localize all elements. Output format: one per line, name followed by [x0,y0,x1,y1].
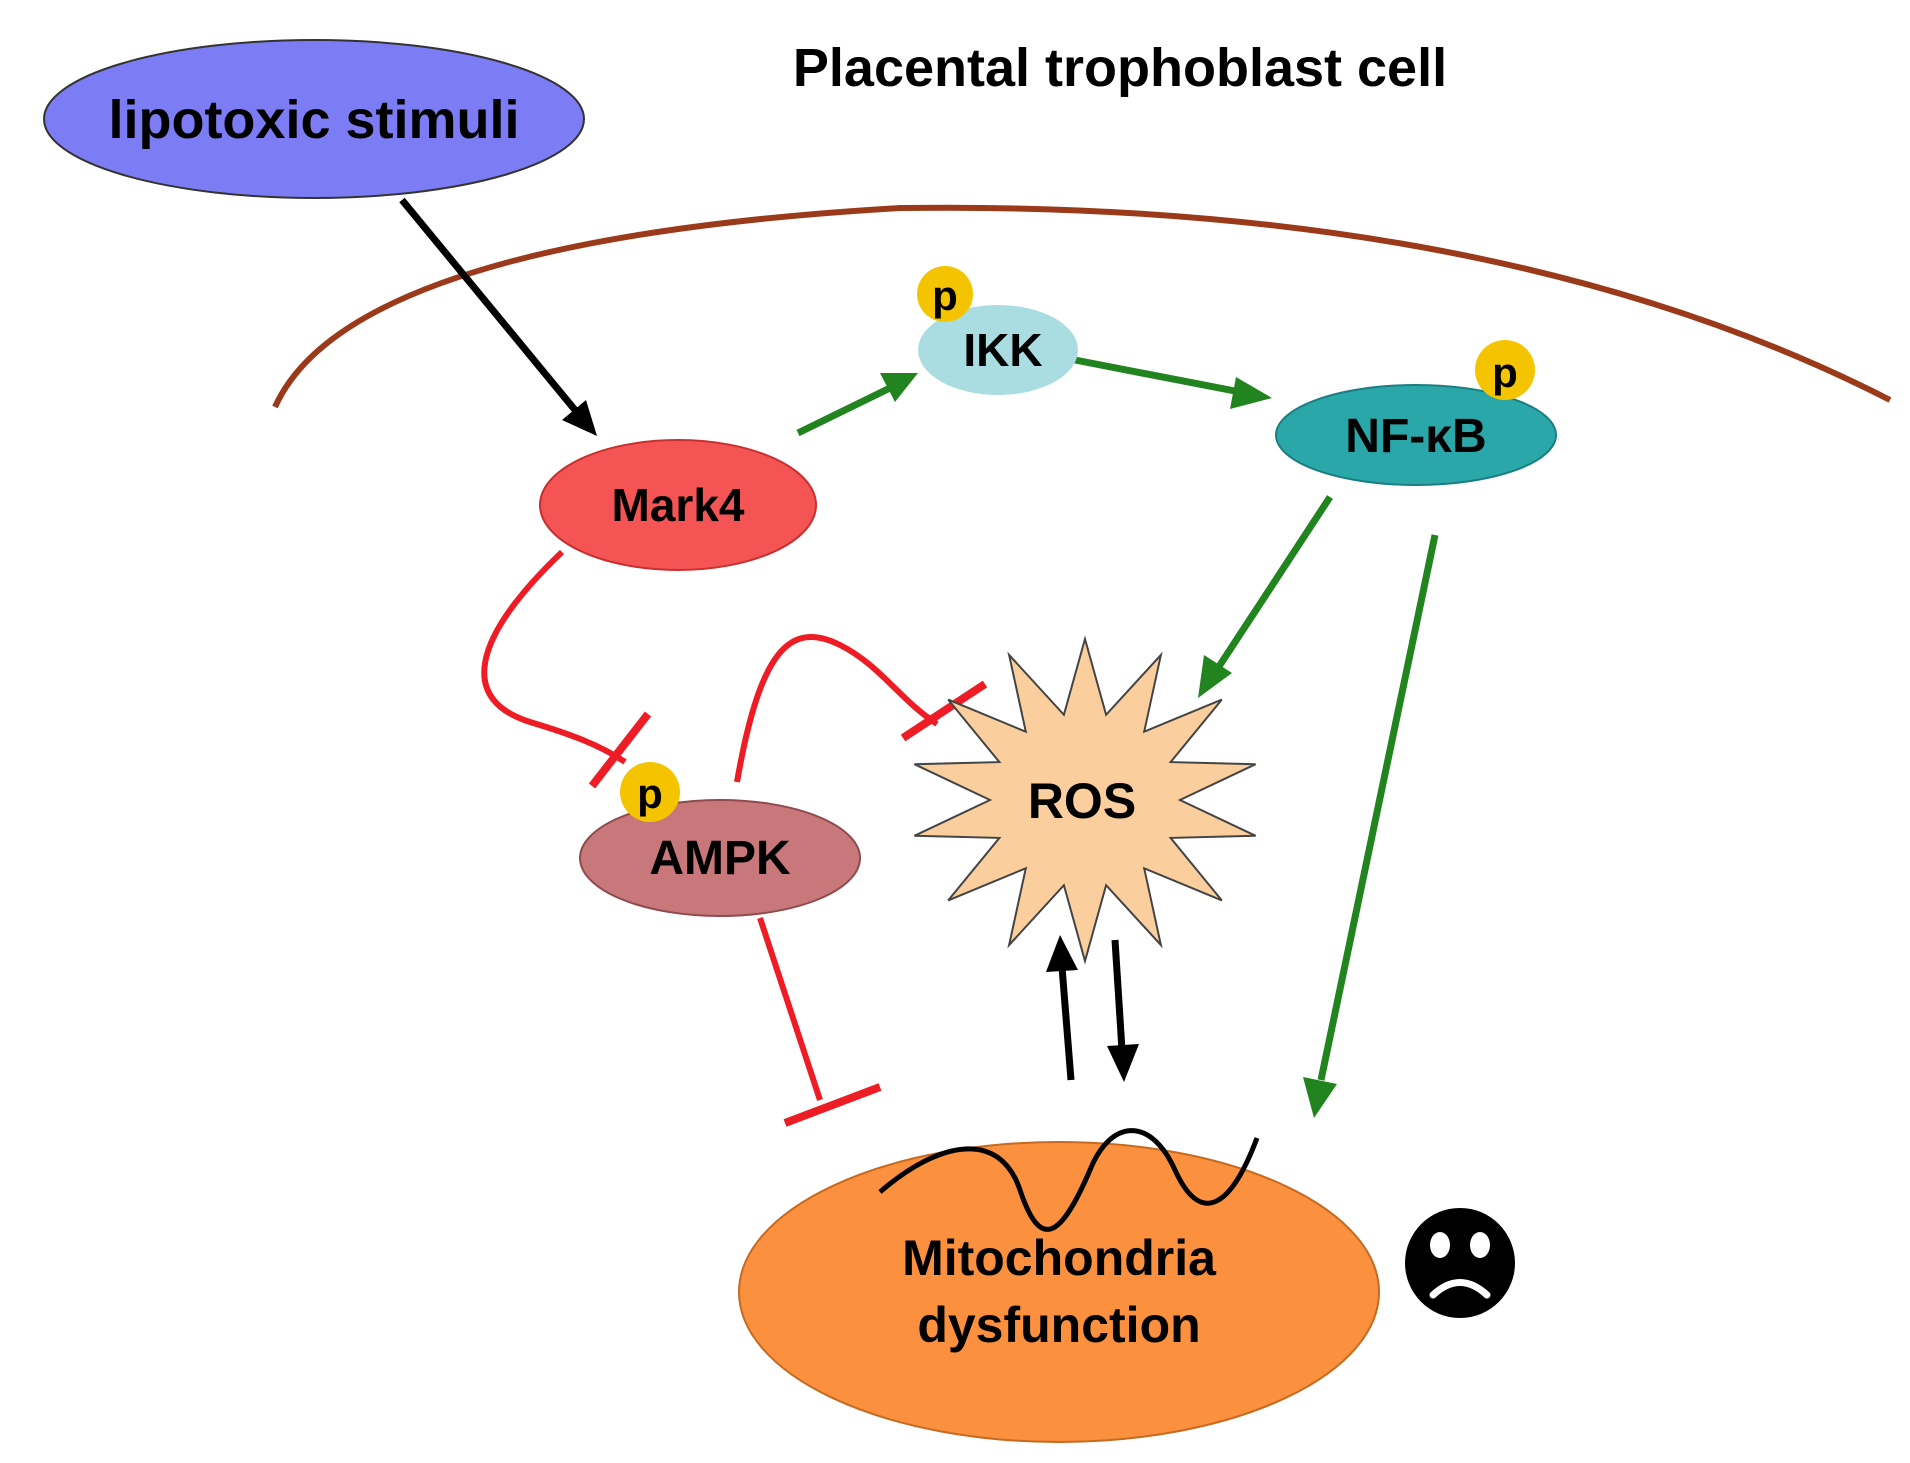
node-mark4-label: Mark4 [612,479,745,531]
node-ampk: AMPK [579,799,861,917]
phospho-badge-nfkb-label: p [1492,349,1518,396]
cell-membrane [272,204,1892,409]
sad-face-icon [1405,1208,1515,1318]
node-mark4: Mark4 [539,439,817,571]
edge-ros-to-mito [1107,939,1139,1082]
node-mitochondria-label-line1: Mitochondria [902,1230,1217,1286]
edge-stimuli-to-mark4 [399,197,597,436]
phospho-badge-ampk-label: p [637,770,663,817]
diagram-title: Placental trophoblast cell [793,38,1447,98]
node-ikk-label: IKK [963,324,1042,376]
node-lipotoxic-stimuli: lipotoxic stimuli [43,39,585,199]
edge-nfkb-to-ros [1198,495,1333,698]
ros-starburst-shape [913,635,1257,965]
node-ros-label: ROS [1028,773,1136,829]
edge-mark4-inhibits-ampk [481,549,652,789]
node-nfkb-label: NF-κB [1345,410,1486,463]
edge-ampk-inhibits-ros [734,634,988,783]
edge-mark4-to-ikk [796,373,918,437]
node-mitochondria-label-line2: dysfunction [917,1297,1200,1353]
edge-ikk-to-nfkb [1074,356,1272,409]
edge-ampk-inhibits-mito [757,917,882,1127]
phospho-badge-ikk: p [917,266,973,322]
node-mitochondria: Mitochondria dysfunction [738,1128,1380,1443]
mitochondria-wave [878,1128,1260,1232]
phospho-badge-ampk: p [620,762,680,822]
phospho-badge-ikk-label: p [932,272,958,319]
node-nfkb: NF-κB [1275,384,1557,486]
phospho-badge-nfkb: p [1475,340,1535,400]
node-ros: ROS [913,635,1257,965]
edge-mito-to-ros [1046,935,1078,1081]
node-ampk-label: AMPK [649,832,791,885]
node-ikk: IKK [918,305,1078,395]
edge-nfkb-to-mito [1303,534,1439,1118]
node-lipotoxic-stimuli-label: lipotoxic stimuli [108,90,519,150]
